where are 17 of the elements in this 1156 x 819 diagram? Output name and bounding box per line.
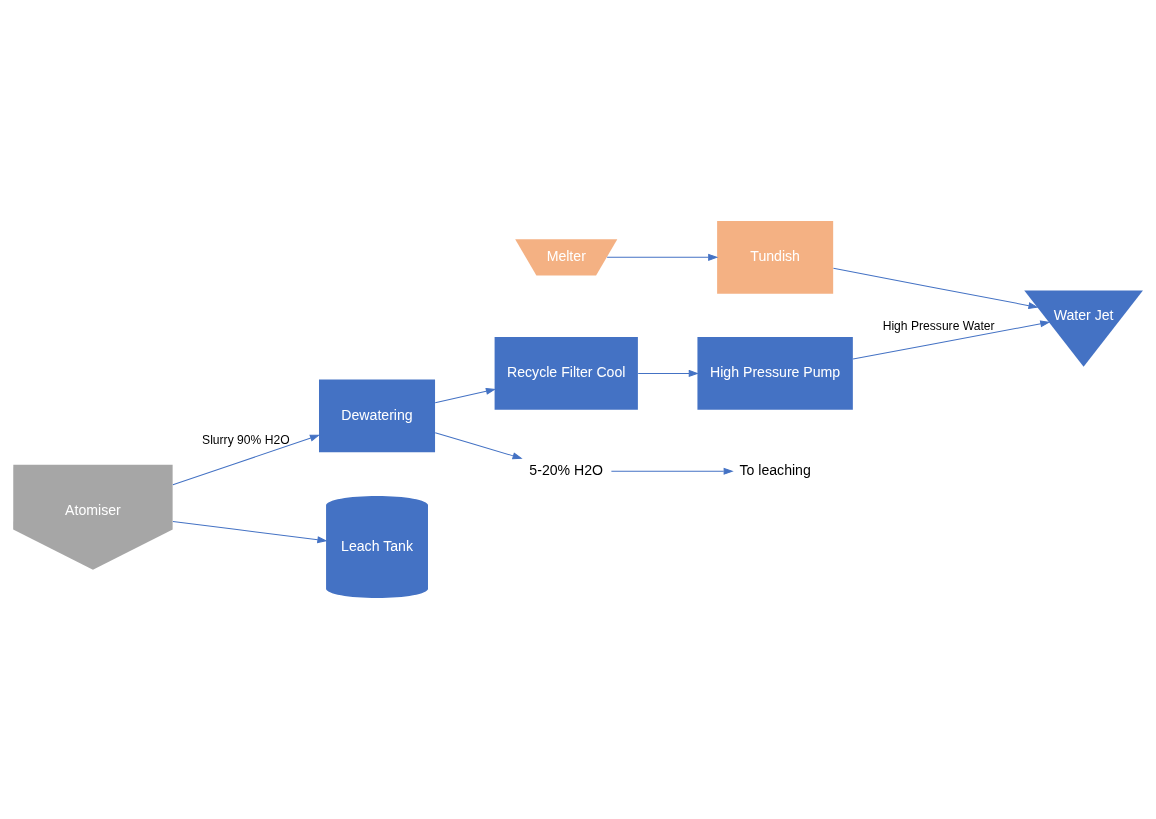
node-box: Recycle Filter Cool: [494, 337, 638, 410]
edge-label: Slurry 90% H2O: [202, 432, 290, 447]
node-text: 5-20% H2O: [529, 462, 604, 479]
arrow: [172, 434, 321, 486]
node-box: Tundish: [717, 221, 834, 294]
edge-label: High Pressure Water: [882, 318, 995, 333]
arrow: [172, 521, 328, 544]
arrow: [610, 467, 734, 475]
node-box: High Pressure Pump: [697, 337, 853, 410]
arrow: [832, 267, 1039, 310]
arrow: [434, 387, 496, 404]
arrow: [637, 369, 699, 377]
node-box: Dewatering: [319, 379, 436, 453]
arrow: [434, 432, 523, 460]
node-text: To leaching: [739, 462, 811, 479]
arrow: [852, 320, 1051, 360]
arrow: [606, 253, 719, 261]
